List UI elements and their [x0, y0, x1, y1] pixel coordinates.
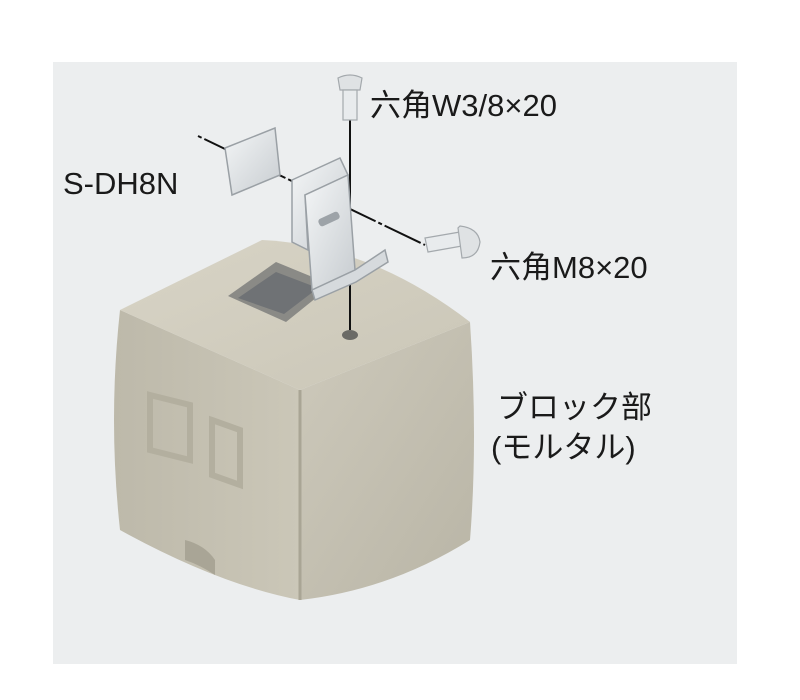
emboss-mark-1: [147, 391, 193, 464]
label-bolt-w38: 六角W3/8×20: [370, 88, 557, 123]
emboss-mark-2: [209, 415, 243, 490]
block-front-face: [300, 322, 474, 600]
metal-fitting-s-dh8n: [224, 126, 389, 302]
bolt-w38: [337, 74, 363, 121]
label-bolt-m8: 六角M8×20: [490, 250, 648, 285]
concrete-block: [114, 240, 474, 600]
label-fitting: S-DH8N: [63, 166, 179, 201]
label-block-part: ブロック部: [497, 390, 652, 425]
fitting-plate: [224, 126, 281, 197]
block-top-face: [120, 240, 470, 390]
bolt-hole: [342, 330, 358, 340]
fitting-slot: [318, 211, 340, 227]
block-left-face: [114, 310, 300, 600]
block-hole-insert: [238, 272, 318, 314]
fitting-bracket-foot: [311, 248, 389, 302]
bolt-m8: [424, 225, 481, 259]
block-notch: [185, 540, 215, 575]
label-mortar: (モルタル): [491, 430, 636, 465]
